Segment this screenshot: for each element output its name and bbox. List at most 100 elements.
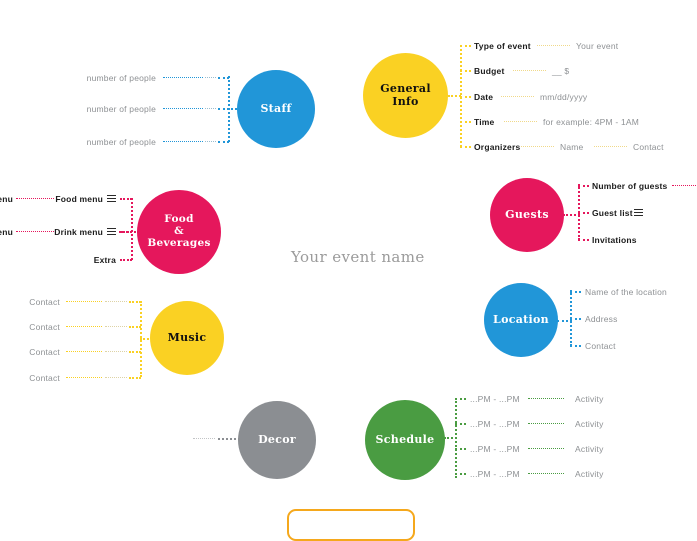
food-branch-stub — [120, 259, 132, 261]
guests-item-label: Number of guests — [592, 181, 668, 191]
general-leader-line — [504, 121, 537, 122]
food-leader-line — [16, 231, 54, 232]
node-schedule[interactable]: Schedule — [365, 400, 445, 480]
music-branch-stub — [129, 351, 141, 353]
music-leader-line — [66, 351, 102, 352]
bottom-outline-box[interactable] — [287, 509, 415, 541]
guests-branch-stub — [578, 185, 589, 187]
general-leader-line — [521, 146, 554, 147]
food-item-label: Drink menu — [54, 227, 103, 237]
music-leader-line — [66, 301, 102, 302]
music-leader-line — [66, 326, 102, 327]
general-item-value: __ $ — [552, 66, 570, 76]
node-location[interactable]: Location — [484, 283, 558, 357]
general-item-value: mm/dd/yyyy — [540, 92, 588, 102]
music-branch-stub — [129, 326, 141, 328]
node-guests-label: Guests — [505, 207, 549, 221]
node-food-beverages-label: Food & Beverages — [147, 213, 211, 249]
guests-item-label: Invitations — [592, 235, 637, 245]
food-leader-line — [16, 198, 54, 199]
decor-stem — [218, 438, 240, 440]
guests-stem — [563, 214, 580, 216]
general-branch-stub — [460, 96, 471, 98]
music-stem — [140, 338, 153, 340]
general-item-label: Type of event — [474, 41, 531, 51]
music-branch-stub — [129, 301, 141, 303]
node-music[interactable]: Music — [150, 301, 224, 375]
general-item-label: Organizers — [474, 142, 521, 152]
general-leader-line — [594, 146, 627, 147]
food-item-label: Food menu — [55, 194, 103, 204]
general-branch-stub — [460, 146, 471, 148]
general-leader-line — [537, 45, 570, 46]
food-spine — [131, 198, 133, 260]
location-branch-stub — [570, 345, 581, 347]
music-item-label: Contact — [29, 297, 60, 307]
mindmap-canvas: Staff number of people number of people … — [0, 41, 697, 541]
location-branch-stub — [570, 291, 581, 293]
schedule-item-activity: Activity — [575, 469, 604, 479]
staff-branch-stub — [218, 141, 229, 143]
general-stem — [448, 95, 461, 97]
schedule-branch-stub — [455, 423, 466, 425]
guests-item-label: Guest list — [592, 208, 633, 218]
schedule-leader-line — [528, 448, 564, 449]
location-item-label: Address — [585, 314, 618, 324]
food-item-label: Extra — [93, 255, 116, 265]
food-outer-label: menu — [0, 194, 13, 204]
general-item-value: for example: 4PM - 1AM — [543, 117, 640, 127]
node-staff[interactable]: Staff — [237, 70, 315, 148]
music-leader-line — [66, 377, 102, 378]
general-leader-line — [513, 70, 546, 71]
hamburger-icon[interactable] — [107, 195, 116, 202]
node-general-info[interactable]: General Info — [363, 53, 448, 138]
location-item-label: Contact — [585, 341, 616, 351]
node-general-info-label: General Info — [380, 82, 431, 108]
schedule-item-activity: Activity — [575, 394, 604, 404]
hamburger-icon[interactable] — [634, 209, 643, 216]
schedule-stem — [444, 437, 457, 439]
location-item-label: Name of the location — [585, 287, 667, 297]
schedule-item-activity: Activity — [575, 419, 604, 429]
staff-item-label: number of people — [86, 73, 156, 83]
staff-item-label: number of people — [86, 137, 156, 147]
schedule-item-time: ...PM - ...PM — [470, 444, 520, 454]
general-branch-stub — [460, 121, 471, 123]
schedule-item-time: ...PM - ...PM — [470, 394, 520, 404]
schedule-item-time: ...PM - ...PM — [470, 419, 520, 429]
general-branch-stub — [460, 45, 471, 47]
hamburger-icon[interactable] — [107, 228, 116, 235]
guests-branch-stub — [578, 239, 589, 241]
staff-branch-stub — [218, 77, 229, 79]
schedule-item-time: ...PM - ...PM — [470, 469, 520, 479]
guests-branch-stub — [578, 212, 589, 214]
music-leader-line2 — [105, 301, 127, 302]
general-item-value2: Contact — [633, 142, 664, 152]
staff-stem — [228, 108, 240, 110]
page-title: Your event name — [291, 248, 425, 266]
schedule-item-activity: Activity — [575, 444, 604, 454]
schedule-branch-stub — [455, 473, 466, 475]
node-decor-label: Decor — [258, 432, 296, 446]
food-outer-label: menu — [0, 227, 13, 237]
node-guests[interactable]: Guests — [490, 178, 564, 252]
node-location-label: Location — [493, 312, 549, 326]
food-branch-stub — [120, 231, 132, 233]
staff-item-label: number of people — [86, 104, 156, 114]
music-item-label: Contact — [29, 347, 60, 357]
location-stem — [557, 320, 572, 322]
music-item-label: Contact — [29, 322, 60, 332]
music-branch-stub — [129, 377, 141, 379]
node-music-label: Music — [167, 330, 207, 344]
staff-leader-line2 — [205, 77, 216, 78]
general-branch-stub — [460, 70, 471, 72]
node-decor[interactable]: Decor — [238, 401, 316, 479]
schedule-branch-stub — [455, 448, 466, 450]
general-item-value: Your event — [576, 41, 619, 51]
staff-leader-line2 — [205, 108, 216, 109]
node-food-beverages[interactable]: Food & Beverages — [137, 190, 221, 274]
general-item-label: Date — [474, 92, 494, 102]
staff-leader-line — [163, 108, 203, 109]
music-leader-line2 — [105, 377, 127, 378]
schedule-leader-line — [528, 398, 564, 399]
